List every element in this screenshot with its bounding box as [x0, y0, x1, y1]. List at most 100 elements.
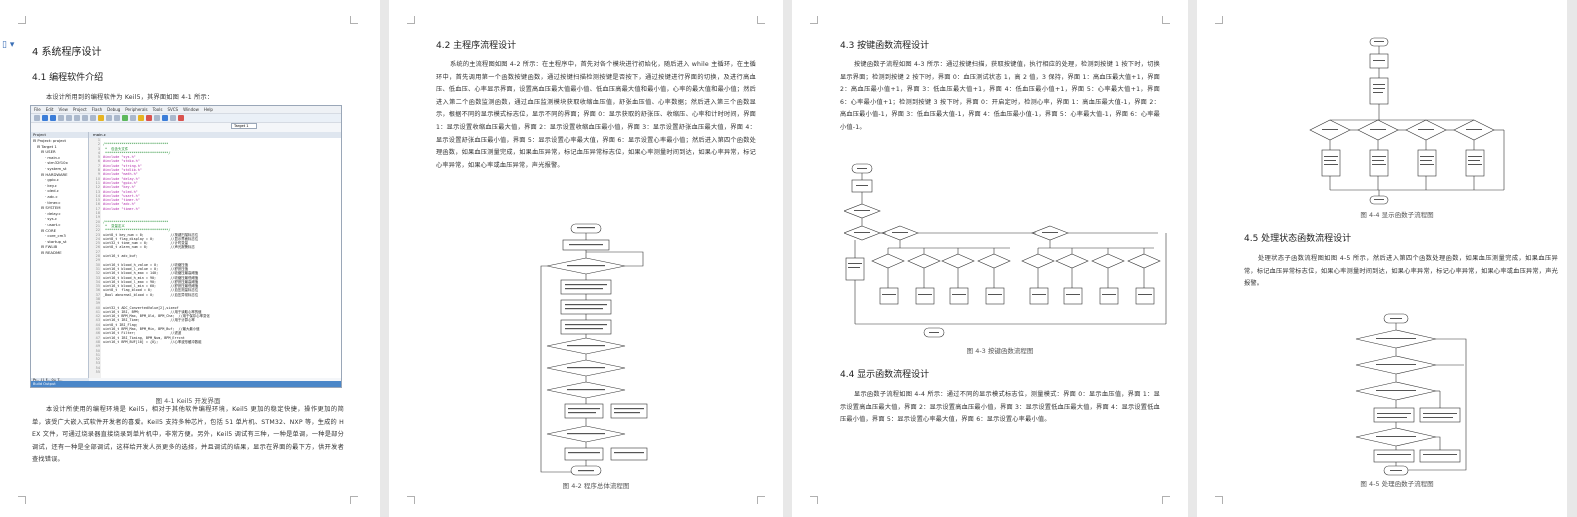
code-line: #include "string.h" — [103, 163, 142, 168]
line-number: 22 — [95, 228, 100, 233]
line-number: 32 — [95, 271, 100, 276]
line-number: 14 — [95, 193, 100, 198]
code-line: uint32_t time_num = 0; //计时变量 — [103, 241, 189, 246]
line-number: 46 — [95, 331, 100, 336]
line-number: 30 — [95, 262, 100, 267]
line-number: 8 — [97, 168, 100, 173]
figure-caption: 图 4-1 Keil5 开发界面 — [155, 397, 221, 405]
code-line: uint16_t BPM_BUF[10] = {0}; //心率波形缓冲数组 — [103, 339, 202, 344]
line-number: 53 — [95, 361, 100, 366]
line-number: 5 — [97, 155, 100, 160]
target-select: Target 1 — [231, 123, 257, 129]
code-line: * 变量定义 — [103, 223, 125, 228]
line-number: 54 — [95, 365, 100, 370]
ide-menu-item: Window — [183, 107, 199, 112]
project-tree-item: · delay.c — [45, 210, 61, 216]
project-tree-item: ⊟ Project: project — [33, 138, 67, 143]
line-number: 38 — [95, 296, 100, 301]
line-number: 3 — [97, 146, 100, 151]
project-tree-item: · key.c — [45, 182, 57, 188]
code-line: #include "timer.h" — [103, 198, 140, 203]
project-tree-item: ⊟ SYSTEM — [41, 205, 61, 211]
project-tree-item: ⊟ USER — [41, 149, 56, 155]
code-line: #include "oled.h" — [103, 189, 138, 194]
line-number: 49 — [95, 344, 100, 349]
line-number: 26 — [95, 245, 100, 250]
line-number: 43 — [95, 318, 100, 323]
figure-caption: 图 4-3 按键函数流程图 — [966, 347, 1034, 355]
figure-caption-top: 图 4-4 显示函数子流程图 — [1360, 211, 1434, 219]
document-page-3: 4.3 按键函数流程设计 按键函数子流程如图 4-3 所示：通过按键扫描，获取按… — [792, 0, 1188, 517]
build-icon — [122, 115, 128, 121]
options-icon — [154, 115, 160, 121]
code-line: uint16_t blood_l_min = 60; //舒张压最低阈值 — [103, 284, 199, 289]
project-tree-item: ⊟ README — [41, 249, 62, 255]
line-number: 21 — [95, 223, 100, 228]
line-number: 34 — [95, 279, 100, 284]
line-number: 55 — [95, 370, 100, 375]
heading-collapse-icon[interactable]: ▯ ▾ — [2, 40, 15, 50]
manage-icon — [162, 115, 168, 121]
code-line: #include "gpio.h" — [103, 180, 138, 185]
ide-menu-item: Edit — [45, 107, 54, 112]
section-heading: 4.2 主程序流程设计 — [436, 41, 517, 51]
ide-menu-item: SVCS — [167, 107, 179, 112]
code-line: uint16_t blood_h_value = 0; //收缩压值 — [103, 262, 189, 267]
project-tabs: Pr... {} F... 0↓ T... — [31, 378, 89, 383]
line-number: 33 — [95, 275, 100, 280]
chapter-heading: 4 系统程序设计 — [32, 47, 102, 58]
line-number: 15 — [95, 198, 100, 203]
line-number: 17 — [95, 206, 100, 211]
copy-icon — [66, 115, 72, 121]
line-number: 39 — [95, 301, 100, 306]
indent-icon — [114, 115, 120, 121]
undo-icon — [82, 115, 88, 121]
project-tree-item: ⊟ Target 1 — [37, 143, 57, 149]
line-number: 27 — [95, 249, 100, 254]
intro-paragraph: 本设计所用到的编程软件为 Keil5，其界面如图 4-1 所示： — [46, 94, 214, 101]
save-icon — [50, 115, 56, 121]
code-line: #include "timer.h" — [103, 206, 140, 211]
code-line: _Bool abnormal_blood = 0; //血压异常标志位 — [103, 292, 199, 297]
margin-corner-mark — [350, 16, 358, 24]
line-number: 6 — [97, 159, 100, 164]
line-number: 35 — [95, 284, 100, 289]
new-file-icon — [34, 115, 40, 121]
code-line: uint8_t flag_blood = 0; //血压测量标志位 — [103, 288, 199, 293]
line-number: 24 — [95, 236, 100, 241]
line-number: 52 — [95, 357, 100, 362]
code-line: #include "sys.h" — [103, 155, 136, 160]
code-line: uint16_t Filter; //滤波 — [103, 331, 182, 336]
code-line: uint16_t IBI_Time; //用于计算心率 — [103, 318, 195, 323]
project-tree-item: · oled.c — [45, 188, 59, 194]
code-line: uint16_t blood_l_value = 0; //舒张压值 — [103, 266, 189, 271]
open-icon — [42, 115, 48, 121]
ide-menu-item: Peripherals — [125, 107, 148, 112]
code-line: uint16_t BPM_Max, BPM_Min, BPM_Buf; //最大… — [103, 327, 200, 332]
code-line: #include "adc.h" — [103, 202, 136, 207]
margin-corner-mark — [18, 496, 26, 504]
line-number: 16 — [95, 202, 100, 207]
editor-tab: main.c — [89, 132, 341, 138]
line-number: 11 — [95, 180, 100, 185]
key-flowchart — [844, 163, 1167, 338]
code-line: uint8_t key_num = 0; //按键扫描标志位 — [103, 232, 199, 237]
line-number: 7 — [97, 163, 100, 168]
line-number: 37 — [95, 292, 100, 297]
ide-menu-item: Debug — [107, 107, 121, 112]
code-line: #include "usart.h" — [103, 193, 140, 198]
find-icon — [106, 115, 112, 121]
line-number: 42 — [95, 314, 100, 319]
ide-menu-item: View — [58, 107, 68, 112]
margin-corner-mark — [1162, 496, 1170, 504]
code-line: *******************************/ — [103, 150, 171, 155]
stop-icon — [178, 115, 184, 121]
margin-corner-mark — [757, 496, 765, 504]
code-line: uint16_t IBI, BPM; //用于读取心率的值 — [103, 309, 202, 314]
code-line: uint16_t BPM_Max, BPM_Old, BPM_Cha; //用于… — [103, 314, 210, 319]
code-line: uint16_t blood_h_min = 90; //收缩压最低阈值 — [103, 275, 199, 280]
line-number: 12 — [95, 185, 100, 190]
section-heading-2: 4.4 显示函数流程设计 — [840, 370, 930, 380]
line-number: 18 — [95, 211, 100, 216]
body-paragraph: 系统的主流程图如图 4-2 所示：在主程序中，首先对各个模块进行初始化，随后进入… — [436, 61, 756, 169]
